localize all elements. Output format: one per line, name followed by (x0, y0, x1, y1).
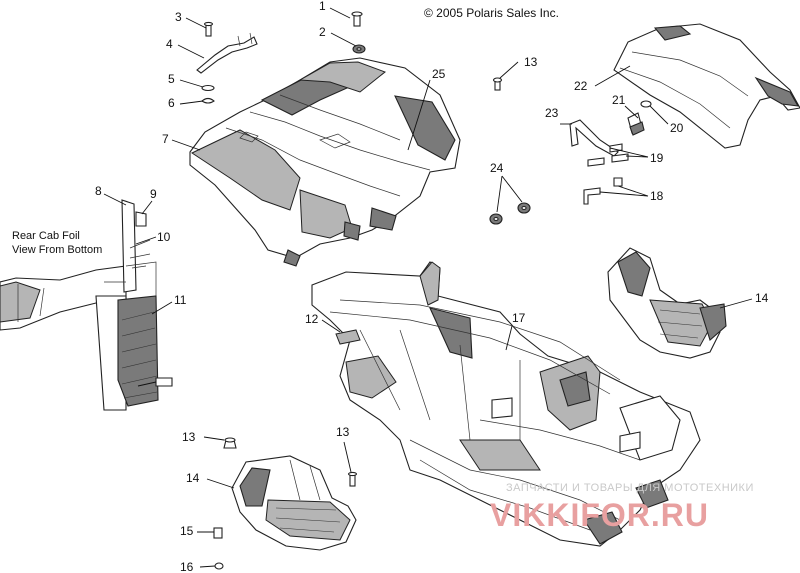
callout-2: 2 (319, 25, 326, 39)
callout-7: 7 (162, 132, 169, 146)
clip-6 (201, 97, 215, 104)
callout-5: 5 (168, 72, 175, 86)
callout-9: 9 (150, 187, 157, 201)
callout-3: 3 (175, 10, 182, 24)
callout-16: 16 (180, 560, 194, 573)
callout-24: 24 (490, 161, 504, 175)
fastener-1 (351, 11, 363, 27)
callout-22: 22 (574, 79, 588, 93)
footwell-left (231, 455, 357, 551)
callout-18: 18 (650, 189, 664, 203)
frame (311, 261, 701, 547)
washer-5 (201, 84, 215, 92)
callout-1: 1 (319, 0, 326, 13)
fastener-15 (213, 527, 223, 539)
callout-25: 25 (432, 67, 446, 81)
callout-4: 4 (166, 37, 173, 51)
callout-13-left: 13 (182, 430, 196, 444)
callout-11: 11 (174, 293, 187, 307)
callout-13-top: 13 (524, 55, 538, 69)
callout-21: 21 (612, 93, 626, 107)
rear-cab-foil (0, 199, 173, 411)
seat-latch-20 (640, 100, 652, 108)
latch-rod-23 (569, 119, 619, 157)
rod-4 (196, 32, 258, 74)
watermark-logo: VIKKIFOR.RU (490, 497, 709, 533)
rear-cab-fender (189, 57, 461, 267)
clips-19 (587, 143, 629, 167)
pin-3 (203, 21, 214, 37)
callout-17: 17 (512, 311, 526, 325)
callout-15: 15 (180, 524, 194, 538)
bolts-18 (583, 177, 623, 205)
callout-13-mid: 13 (336, 425, 350, 439)
fastener-13-left (223, 437, 237, 449)
leader-lines (103, 7, 753, 568)
callout-10: 10 (157, 230, 171, 244)
callout-20: 20 (670, 121, 684, 135)
copyright-text: © 2005 Polaris Sales Inc. (424, 6, 559, 20)
callout-14-left: 14 (186, 471, 200, 485)
callout-8: 8 (95, 184, 102, 198)
washer-2 (352, 44, 366, 54)
watermark-tagline: ЗАПЧАСТИ И ТОВАРЫ ДЛЯ МОТОТЕХНИКИ (506, 482, 754, 494)
caption-line-2: View From Bottom (12, 244, 102, 256)
callout-14-right: 14 (755, 291, 769, 305)
callout-19: 19 (650, 151, 664, 165)
decal-12 (335, 329, 361, 345)
callout-23: 23 (545, 106, 559, 120)
fastener-13-mid (347, 471, 358, 487)
caption-line-1: Rear Cab Foil (12, 230, 80, 242)
grommets-24 (489, 202, 531, 225)
footwell-right (607, 247, 727, 359)
seat (613, 23, 800, 149)
fastener-16 (214, 562, 224, 570)
callout-6: 6 (168, 96, 175, 110)
callout-12: 12 (305, 312, 319, 326)
fastener-13-top (492, 77, 503, 91)
